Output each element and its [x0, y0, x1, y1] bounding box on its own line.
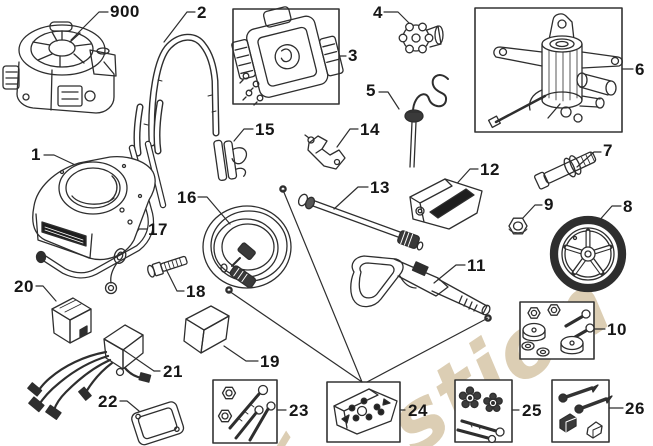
spray-wand-illustration — [297, 193, 424, 251]
engine-illustration — [2, 21, 117, 114]
wheel-illustration — [549, 215, 627, 293]
part-label-25: 25 — [522, 401, 542, 420]
pull-loop-illustration — [104, 248, 127, 295]
fastener-kit-illustration — [217, 384, 276, 442]
cover-plate-illustration — [131, 401, 185, 446]
wheel-hardware-kit-illustration — [521, 304, 595, 357]
part-label-5: 5 — [366, 81, 376, 100]
part-label-8: 8 — [623, 197, 633, 216]
part-label-14: 14 — [360, 120, 380, 139]
control-panel-illustration — [231, 6, 344, 106]
knob-bolt-kit-illustration — [456, 386, 505, 444]
part-label-4: 4 — [373, 3, 383, 22]
part-label-1: 1 — [31, 145, 41, 164]
part-label-12: 12 — [480, 160, 500, 179]
knob-illustration — [398, 22, 444, 54]
part-label-16: 16 — [177, 188, 197, 207]
part-label-20: 20 — [14, 277, 34, 296]
part-label-26: 26 — [625, 399, 645, 418]
part-label-22: 22 — [98, 392, 118, 411]
bolt-illustration — [147, 255, 188, 278]
handle-illustration — [133, 33, 220, 157]
panel-screws — [239, 72, 264, 106]
part-label-900: 900 — [110, 2, 140, 21]
pressure-hose-illustration — [202, 205, 292, 289]
bracket-illustration — [304, 134, 346, 170]
cart-base-illustration — [32, 140, 167, 279]
kit-boxes — [212, 7, 623, 444]
foam-block-illustration — [183, 305, 230, 354]
part-label-23: 23 — [289, 401, 309, 420]
o-ring-gun — [484, 314, 492, 322]
part-label-21: 21 — [163, 362, 183, 381]
part-label-17: 17 — [148, 220, 168, 239]
part-label-24: 24 — [408, 401, 428, 420]
part-label-6: 6 — [635, 60, 645, 79]
part-label-18: 18 — [186, 282, 206, 301]
part-label-13: 13 — [370, 178, 390, 197]
part-label-10: 10 — [607, 320, 627, 339]
pump-assembly-illustration — [487, 13, 623, 129]
chemical-hose-illustration — [404, 74, 449, 168]
spray-gun-illustration — [350, 255, 491, 316]
screw-clip-kit-illustration — [558, 384, 613, 439]
part-label-19: 19 — [260, 352, 280, 371]
nozzle-pouch-illustration — [409, 178, 483, 230]
part-label-15: 15 — [255, 120, 275, 139]
o-ring-hose — [225, 286, 233, 294]
part-label-7: 7 — [603, 141, 613, 160]
wire-harness-illustration — [27, 324, 152, 420]
fitting-bag-illustration — [333, 388, 398, 435]
part-label-3: 3 — [348, 46, 358, 65]
part-label-9: 9 — [544, 195, 554, 214]
axle-bolt-illustration — [533, 151, 597, 190]
box-part-6 — [474, 7, 623, 133]
axle-nut-illustration — [508, 217, 528, 235]
part-label-11: 11 — [467, 256, 486, 275]
o-ring-wand — [279, 185, 287, 193]
module-illustration — [51, 297, 92, 344]
gun-holder-illustration — [213, 139, 248, 182]
part-label-2: 2 — [197, 3, 207, 22]
